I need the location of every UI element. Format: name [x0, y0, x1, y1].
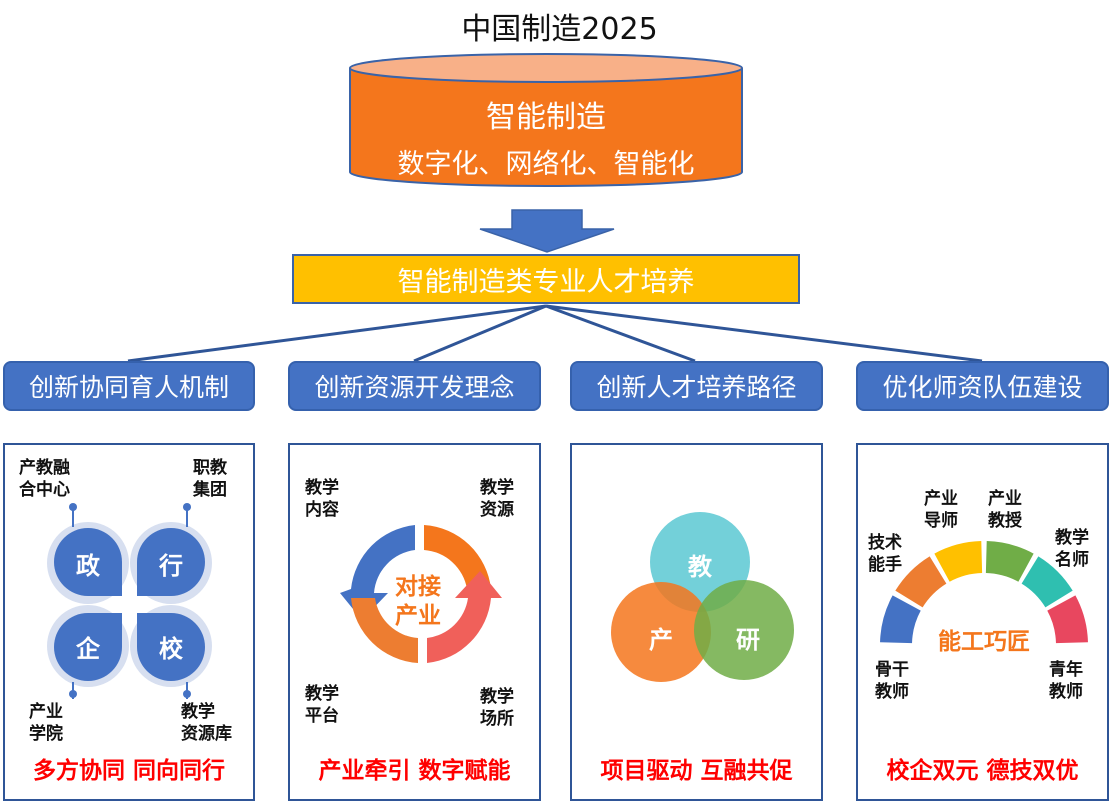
quad-school-label: 校 — [159, 635, 183, 663]
label-platform: 教学 平台 — [305, 684, 339, 726]
panel-resources: 对接 产业 教学 内容 教学 资源 教学 平台 教学 场所 产业牵引 数字赋能 — [288, 443, 541, 801]
quad-enterprise-label: 企 — [76, 635, 100, 663]
slogan-2: 产业牵引 数字赋能 — [318, 758, 511, 784]
dock-industry-label: 对接 产业 — [395, 574, 441, 629]
slogan-4: 校企双元 德技双优 — [886, 758, 1079, 784]
quad-industry-label: 行 — [159, 552, 183, 580]
label-resource-bank: 教学 资源库 — [181, 702, 232, 744]
quad-school — [137, 613, 205, 681]
arc-segment — [934, 541, 983, 582]
arc-segment — [1021, 556, 1073, 608]
label-industry-mentor: 产业 导师 — [924, 489, 958, 531]
core-title: 智能制造 — [486, 100, 606, 135]
core-subtitle: 数字化、网络化、智能化 — [397, 149, 695, 180]
circle-research-label: 研 — [736, 626, 760, 654]
quad-enterprise — [54, 613, 122, 681]
talent-box: 智能制造类专业人才培养 — [292, 254, 800, 304]
quad-gov — [54, 528, 122, 596]
circle-teach-label: 教 — [688, 553, 712, 581]
label-site: 教学 场所 — [480, 687, 514, 729]
label-industry-professor: 产业 教授 — [988, 489, 1022, 531]
label-platform: 产教融 合中心 — [19, 458, 70, 500]
pillar-path: 创新人才培养路径 — [570, 361, 823, 411]
pillar-resources: 创新资源开发理念 — [288, 361, 541, 411]
label-content: 教学 内容 — [305, 478, 339, 520]
circle-industry-label: 产 — [649, 626, 673, 654]
connector-lines — [127, 304, 983, 363]
panel-teachers: 能工巧匠 技术 能手 产业 导师 产业 教授 教学 名师 骨干 教师 青年 教师… — [856, 443, 1109, 801]
arc-gauge — [880, 541, 1088, 644]
label-backbone-teacher: 骨干 教师 — [875, 660, 909, 702]
label-resource: 教学 资源 — [480, 478, 514, 520]
label-young-teacher: 青年 教师 — [1049, 660, 1083, 702]
quad-gov-label: 政 — [76, 552, 100, 580]
craftsman-label: 能工巧匠 — [938, 629, 1030, 655]
slogan-3: 项目驱动 互融共促 — [600, 758, 793, 784]
label-technician: 技术 能手 — [868, 533, 902, 575]
page-title: 中国制造2025 — [461, 12, 658, 47]
arc-segment — [1047, 595, 1088, 644]
label-group: 职教 集团 — [193, 458, 227, 500]
panel-collaboration: 政 行 企 校 产教融 合中心 职教 集团 产业 学院 教学 资源库 多方协同 … — [3, 443, 255, 801]
top-diagram — [127, 53, 983, 363]
quad-industry — [137, 528, 205, 596]
label-famous-teacher: 教学 名师 — [1055, 528, 1089, 570]
arc-segment — [880, 595, 921, 644]
arc-segment — [985, 541, 1034, 582]
pillar-mechanism: 创新协同育人机制 — [3, 361, 255, 411]
arc-segment — [895, 556, 947, 608]
down-arrow-icon — [479, 209, 615, 253]
label-college: 产业 学院 — [29, 702, 63, 744]
pillar-teachers: 优化师资队伍建设 — [856, 361, 1109, 411]
slogan-1: 多方协同 同向同行 — [32, 758, 225, 784]
panel-path: 教 产 研 项目驱动 互融共促 — [570, 443, 823, 801]
